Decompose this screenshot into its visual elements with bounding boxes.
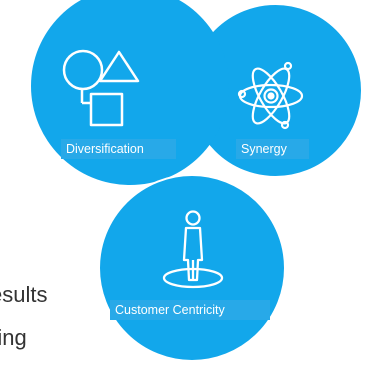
synergy-label: Synergy (236, 139, 309, 159)
customer-centricity-label: Customer Centricity (110, 300, 270, 320)
person-icon (162, 210, 224, 289)
shapes-icon (62, 49, 140, 127)
background-text-line-2: ring (0, 325, 27, 350)
atom-icon (237, 61, 304, 130)
diversification-label: Diversification (61, 139, 176, 159)
background-text-line-1: esults (0, 282, 48, 307)
